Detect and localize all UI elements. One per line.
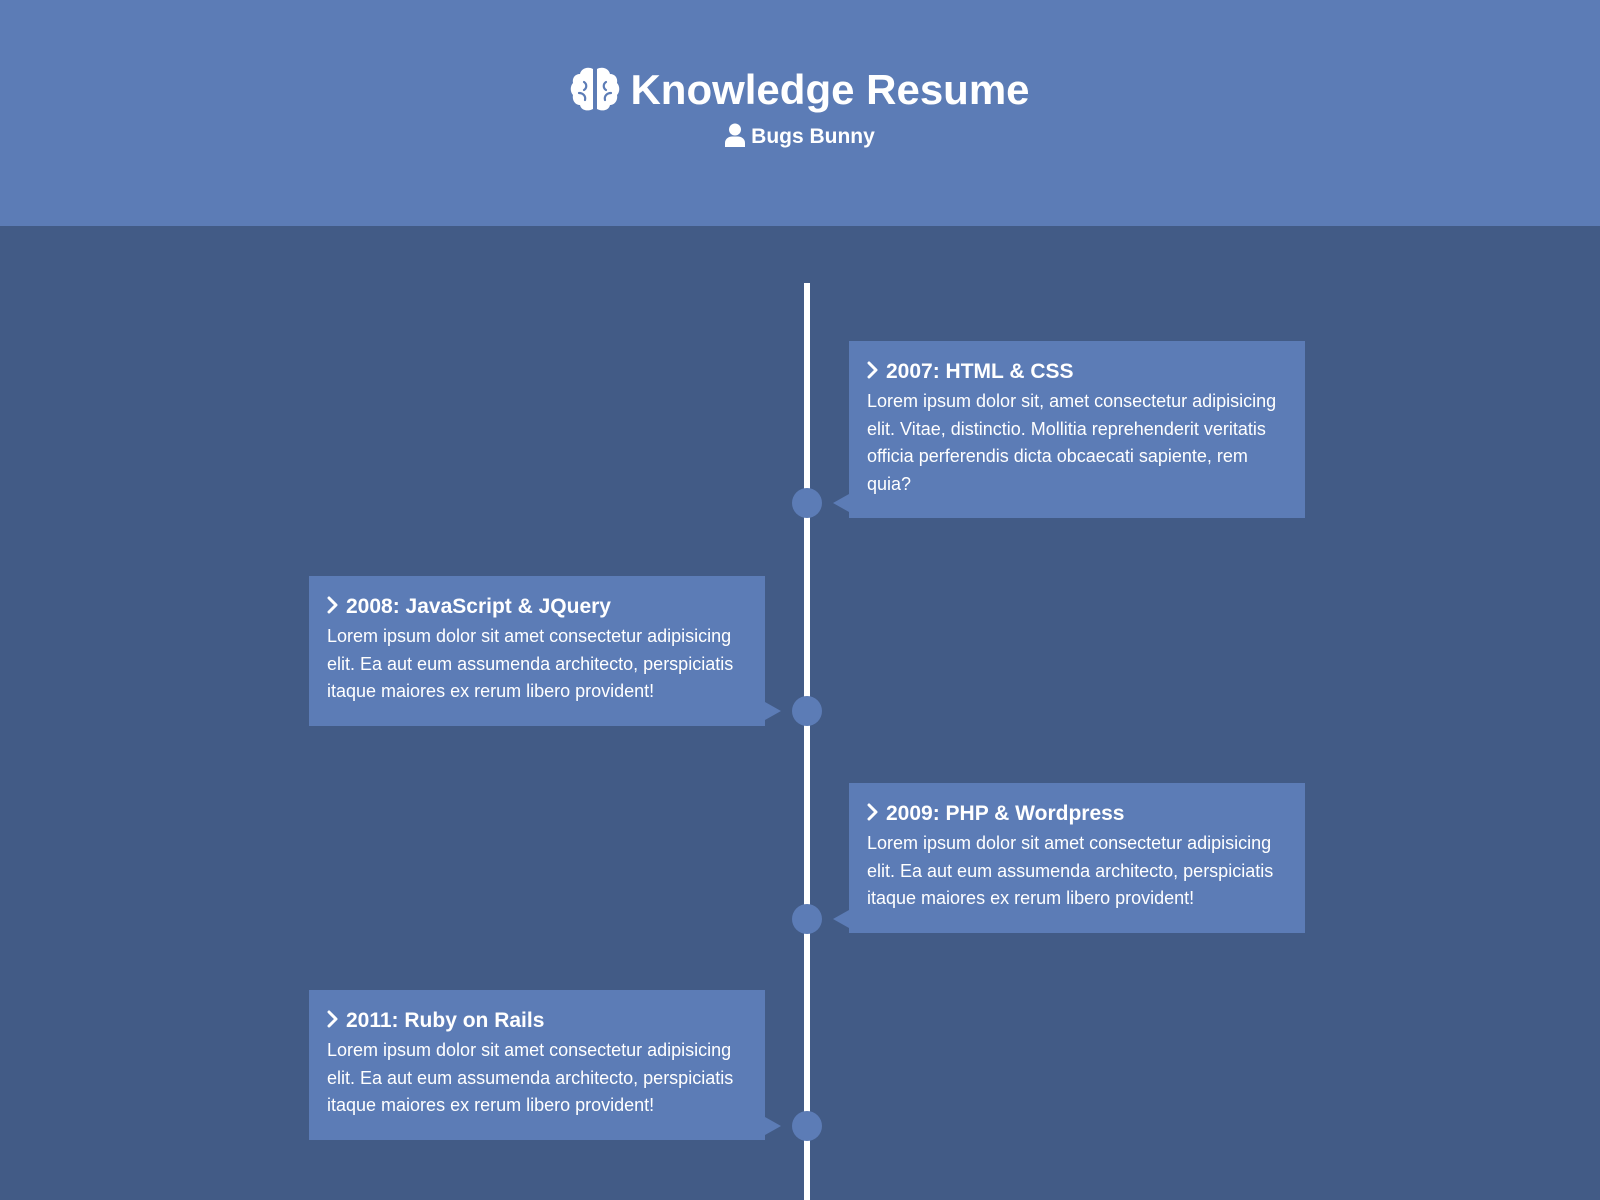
- card-pointer: [833, 494, 849, 512]
- timeline-card: 2009: PHP & Wordpress Lorem ipsum dolor …: [849, 783, 1305, 933]
- card-title: 2008: JavaScript & JQuery: [327, 594, 747, 620]
- card-title-text: 2011: Ruby on Rails: [346, 1009, 545, 1032]
- card-pointer: [765, 702, 781, 720]
- page-header: Knowledge Resume Bugs Bunny: [0, 0, 1600, 226]
- chevron-right-icon: [327, 596, 338, 614]
- card-pointer: [833, 910, 849, 928]
- title-text: Knowledge Resume: [630, 66, 1030, 113]
- chevron-right-icon: [867, 361, 878, 379]
- card-body: Lorem ipsum dolor sit amet consectetur a…: [327, 626, 734, 701]
- chevron-right-icon: [867, 803, 878, 821]
- user-name-text: Bugs Bunny: [751, 125, 875, 148]
- timeline-dot: [792, 488, 822, 518]
- chevron-right-icon: [327, 1010, 338, 1028]
- card-title-text: 2009: PHP & Wordpress: [886, 802, 1125, 825]
- timeline-dot: [792, 1111, 822, 1141]
- timeline-dot: [792, 904, 822, 934]
- timeline-card: 2008: JavaScript & JQuery Lorem ipsum do…: [309, 576, 765, 726]
- card-body: Lorem ipsum dolor sit amet consectetur a…: [867, 833, 1274, 908]
- card-title-text: 2007: HTML & CSS: [886, 360, 1074, 383]
- timeline-line: [804, 283, 810, 1200]
- timeline-dot: [792, 696, 822, 726]
- card-title: 2011: Ruby on Rails: [327, 1008, 747, 1034]
- brain-icon: [571, 67, 620, 111]
- card-title-text: 2008: JavaScript & JQuery: [346, 595, 611, 618]
- card-body: Lorem ipsum dolor sit amet consectetur a…: [327, 1040, 734, 1115]
- timeline-card: 2007: HTML & CSS Lorem ipsum dolor sit, …: [849, 341, 1305, 518]
- card-pointer: [765, 1117, 781, 1135]
- timeline-card: 2011: Ruby on Rails Lorem ipsum dolor si…: [309, 990, 765, 1140]
- page-title: Knowledge Resume: [0, 64, 1600, 116]
- user-name: Bugs Bunny: [0, 123, 1600, 150]
- user-icon: [725, 123, 746, 147]
- card-title: 2009: PHP & Wordpress: [867, 801, 1287, 827]
- card-title: 2007: HTML & CSS: [867, 359, 1287, 385]
- card-body: Lorem ipsum dolor sit, amet consectetur …: [867, 391, 1277, 494]
